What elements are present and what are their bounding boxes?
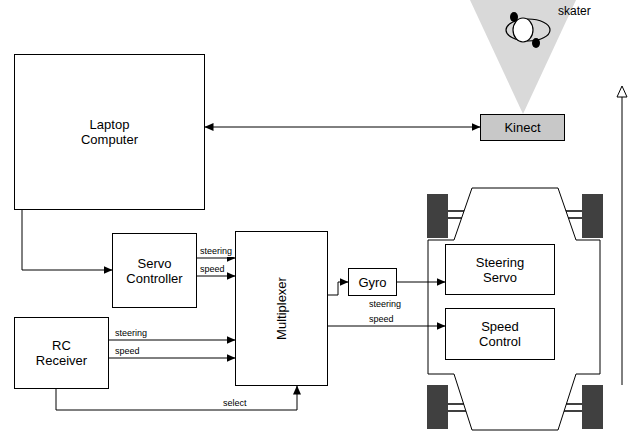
car-body [428,188,600,430]
signal-connector [197,258,235,259]
signal-name: steering [114,328,148,339]
controller-box: Servo Controller [112,233,197,308]
direction-arrowhead [617,86,627,97]
speed-control-box: Speed Control [445,308,555,360]
direction-arrow [622,96,623,385]
skater-body [506,19,550,41]
signal-name: speed [114,346,141,357]
skater-foot [510,12,518,22]
signal-name: steering [368,299,402,310]
computer-box: Laptop Computer [14,54,205,210]
wheels [427,194,603,429]
box-label: Servo Controller [120,256,190,286]
box-label: Kinect [504,120,540,135]
signal-connector [109,340,235,341]
box-label: Multiplexer [274,277,289,340]
box-label: Gyro [358,275,386,290]
box-label: Steering Servo [465,255,535,285]
signal-connector [109,358,235,359]
multiplexer-box: Multiplexer [235,231,328,386]
figure-label: skater [558,4,591,18]
receiver-box: RC Receiver [14,317,109,389]
signal-connector [205,127,480,128]
servo-box: Steering Servo [445,244,555,295]
box-label: Laptop Computer [70,117,150,147]
sensor-box: Kinect [480,114,565,141]
gyro-box: Gyro [348,268,397,296]
signal-name: select [222,398,248,409]
box-label: Speed Control [465,319,535,349]
signal-connector [328,282,348,295]
signal-connector [22,210,112,270]
signal-name: speed [368,314,395,325]
signal-connector [197,276,235,277]
signal-connector [397,282,445,283]
skater-head [513,18,533,42]
box-label: RC Receiver [27,338,97,368]
signal-connector [328,326,445,327]
skater-foot [532,38,540,48]
signal-connector [56,386,297,410]
signal-name: steering [199,246,233,257]
signal-name: speed [199,264,226,275]
